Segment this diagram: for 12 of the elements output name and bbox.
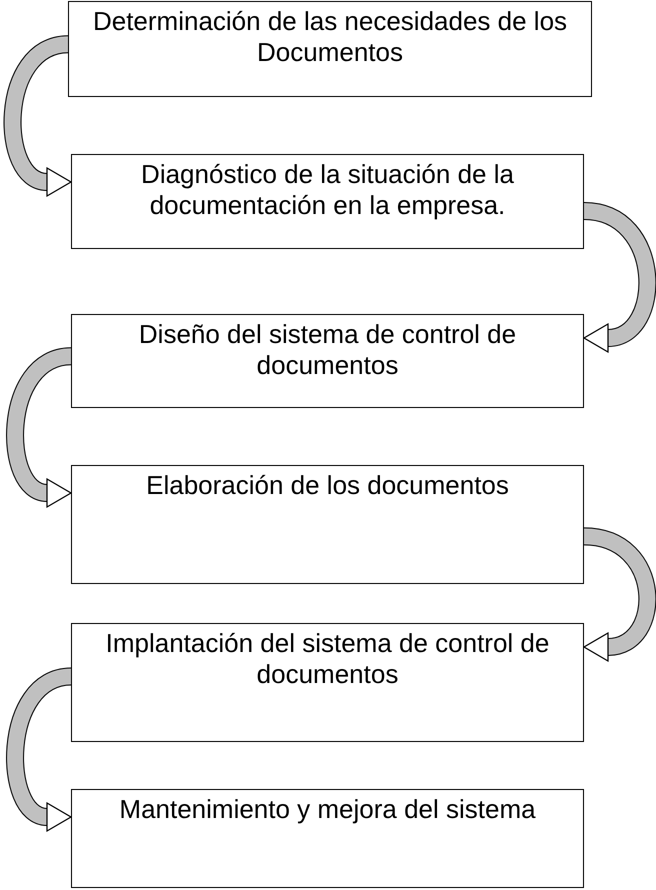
process-box [71,623,584,742]
step-text: Implantación del sistema de control de documentos [104,628,550,690]
process-box [71,154,584,249]
process-box [71,314,584,408]
process-box [71,789,584,888]
step-text: Determinación de las necesidades de los Documentos [92,6,568,68]
step-text: Diseño del sistema de control de documentos [138,319,518,381]
process-box [68,1,592,97]
step-text: Diagnóstico de la situación de la documentación en la empresa. [140,159,515,221]
step-text: Elaboración de los documentos [146,470,509,501]
process-box [71,465,584,584]
step-text: Mantenimiento y mejora del sistema [119,794,536,825]
